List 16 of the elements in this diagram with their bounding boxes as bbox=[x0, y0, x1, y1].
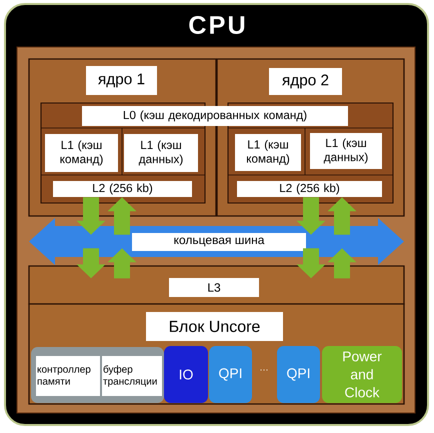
cache-band: L3 bbox=[28, 265, 405, 305]
ellipsis-text: ... bbox=[260, 369, 268, 371]
cache-box: L1 (кэш команд) bbox=[235, 134, 301, 171]
cache-box: L1 (кэш команд) bbox=[45, 134, 118, 172]
unit-tile: Power and Clock bbox=[322, 346, 402, 403]
unit-tile: IO bbox=[164, 346, 208, 403]
unit-tile: QPI bbox=[277, 346, 320, 403]
unit-box: буфер трансляции bbox=[102, 356, 162, 396]
cache-box: L1 (кэш данных) bbox=[310, 133, 382, 169]
cache-box: L1 (кэш данных) bbox=[124, 134, 198, 172]
ring-bus: кольцевая шина bbox=[29, 218, 404, 265]
unit-tile: QPI bbox=[209, 346, 252, 403]
cache-box: L2 (256 kb) bbox=[237, 181, 382, 197]
unit-box: контроллер памяти bbox=[36, 356, 100, 396]
cache-box: L2 (256 kb) bbox=[53, 181, 192, 197]
cache-box: L0 (кэш декодированных команд) bbox=[82, 106, 348, 126]
